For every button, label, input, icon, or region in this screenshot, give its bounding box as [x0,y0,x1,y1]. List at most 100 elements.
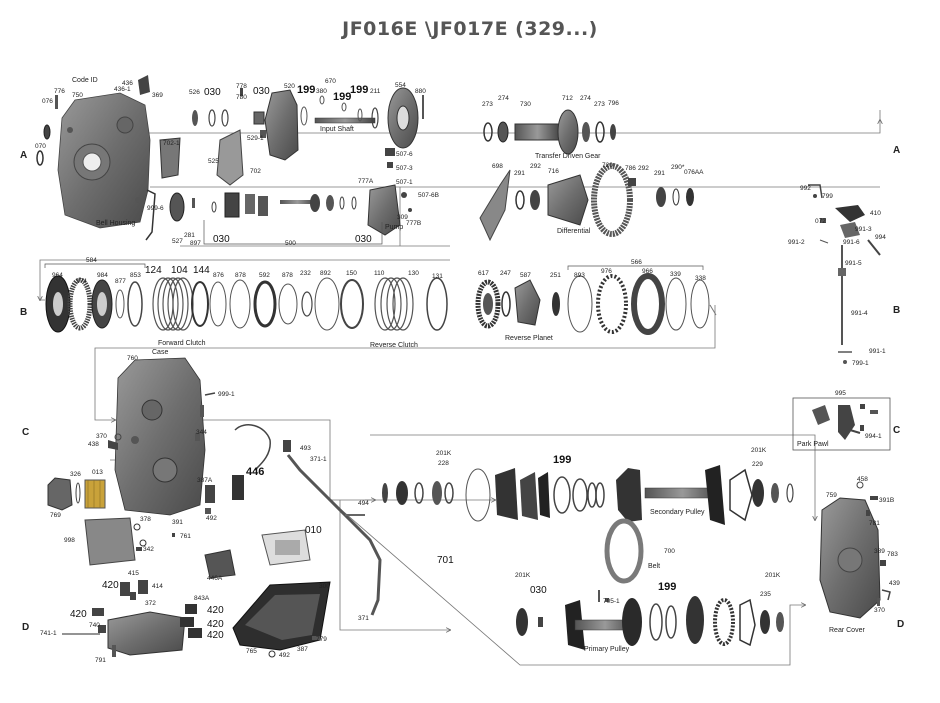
caption-forward-clutch: Forward Clutch [158,340,206,347]
oil-tube [286,454,382,616]
label-740: 740 [89,622,100,629]
label-878-a: 878 [235,272,246,279]
label-251: 251 [550,272,561,279]
label-991-6: 991-6 [843,239,860,246]
label-124: 124 [145,265,162,276]
section-c-right: C [893,425,900,436]
label-994-1: 994-1 [865,433,882,440]
label-700: 700 [664,548,675,555]
label-131: 131 [432,273,443,280]
label-999-1: 999-1 [218,391,235,398]
label-701: 701 [437,555,454,566]
label-781: 781 [869,520,880,527]
label-391: 391 [172,519,183,526]
label-783: 783 [887,551,898,558]
label-991-3: 991-3 [855,226,872,233]
label-520: 520 [284,83,295,90]
secondary-pulley-group [382,465,794,525]
label-761: 761 [180,533,191,540]
label-104: 104 [171,265,188,276]
label-420-c: 420 [70,609,87,620]
label-702-1: 702-1 [163,140,180,147]
label-228: 228 [438,460,449,467]
label-796: 796 [608,100,619,107]
label-976: 976 [601,268,612,275]
label-371: 371 [358,615,369,622]
label-030-a: 030 [204,87,221,98]
label-273-b: 273 [594,101,605,108]
label-339: 339 [670,271,681,278]
label-991-2: 991-2 [788,239,805,246]
label-492-a: 492 [206,515,217,522]
caption-belt: Belt [648,563,660,570]
label-370: 370 [96,433,107,440]
label-391b: 391B [879,497,894,504]
section-a-right: A [893,145,900,156]
label-369: 369 [152,92,163,99]
label-670: 670 [325,78,336,85]
label-030-e: 030 [530,585,547,596]
section-d-right: D [897,619,904,630]
label-991-1: 991-1 [869,348,886,355]
label-030-c: 030 [213,234,230,245]
label-799: 799 [822,193,833,200]
label-273-a: 273 [482,101,493,108]
label-964: 964 [52,272,63,279]
label-030-d: 030 [355,234,372,245]
label-843a: 843A [194,595,210,602]
label-702: 702 [250,168,261,175]
label-760: 760 [127,355,138,362]
label-779: 779 [316,636,327,643]
label-235: 235 [760,591,771,598]
label-247: 247 [500,270,511,277]
belt [604,518,644,584]
label-493: 493 [300,445,311,452]
label-232: 232 [300,270,311,277]
label-566: 566 [631,259,642,266]
caption-bell-housing: Bell Housing [96,220,135,227]
label-076aa: 076AA [684,169,704,176]
label-436-1: 436-1 [114,86,131,93]
label-741-1: 741-1 [40,630,57,637]
small-rings-left [36,95,58,166]
label-229: 229 [752,461,763,468]
caption-reverse-clutch: Reverse Clutch [370,342,418,349]
label-436: 436 [122,80,133,87]
section-b-left: B [20,307,27,318]
label-507-1: 507-1 [396,179,413,186]
label-458: 458 [857,476,868,483]
input-shaft-group [192,87,424,161]
label-776: 776 [54,88,65,95]
label-274-b: 274 [580,95,591,102]
caption-primary-pulley: Primary Pulley [584,646,630,653]
code-id-sensor [138,75,150,95]
section-b-right: B [893,305,900,316]
label-876: 876 [213,272,224,279]
caption-differential: Differential [557,228,591,235]
label-372: 372 [145,600,156,607]
label-199-b: 199 [333,91,351,103]
label-525: 525 [208,158,219,165]
label-378: 378 [140,516,151,523]
label-759: 759 [826,492,837,499]
label-507-6b: 507-6B [418,192,439,199]
label-446a: 446A [207,575,223,582]
label-130: 130 [408,270,419,277]
differential-group [479,163,694,242]
transfer-gear-group [483,109,616,155]
label-211: 211 [370,88,381,95]
label-110: 110 [374,270,385,277]
label-877: 877 [115,278,126,285]
label-300: 300 [319,583,330,590]
label-995: 995 [835,390,846,397]
page-title: JF016E \JF017E (329...) [342,18,598,40]
label-584: 584 [86,257,97,264]
label-150: 150 [346,270,357,277]
label-892: 892 [320,270,331,277]
label-769: 769 [50,512,61,519]
label-292-b: 292 [638,165,649,172]
label-072: 072 [815,218,826,225]
label-494: 494 [358,500,369,507]
label-420-e: 420 [207,630,224,641]
label-765: 765 [246,648,257,655]
